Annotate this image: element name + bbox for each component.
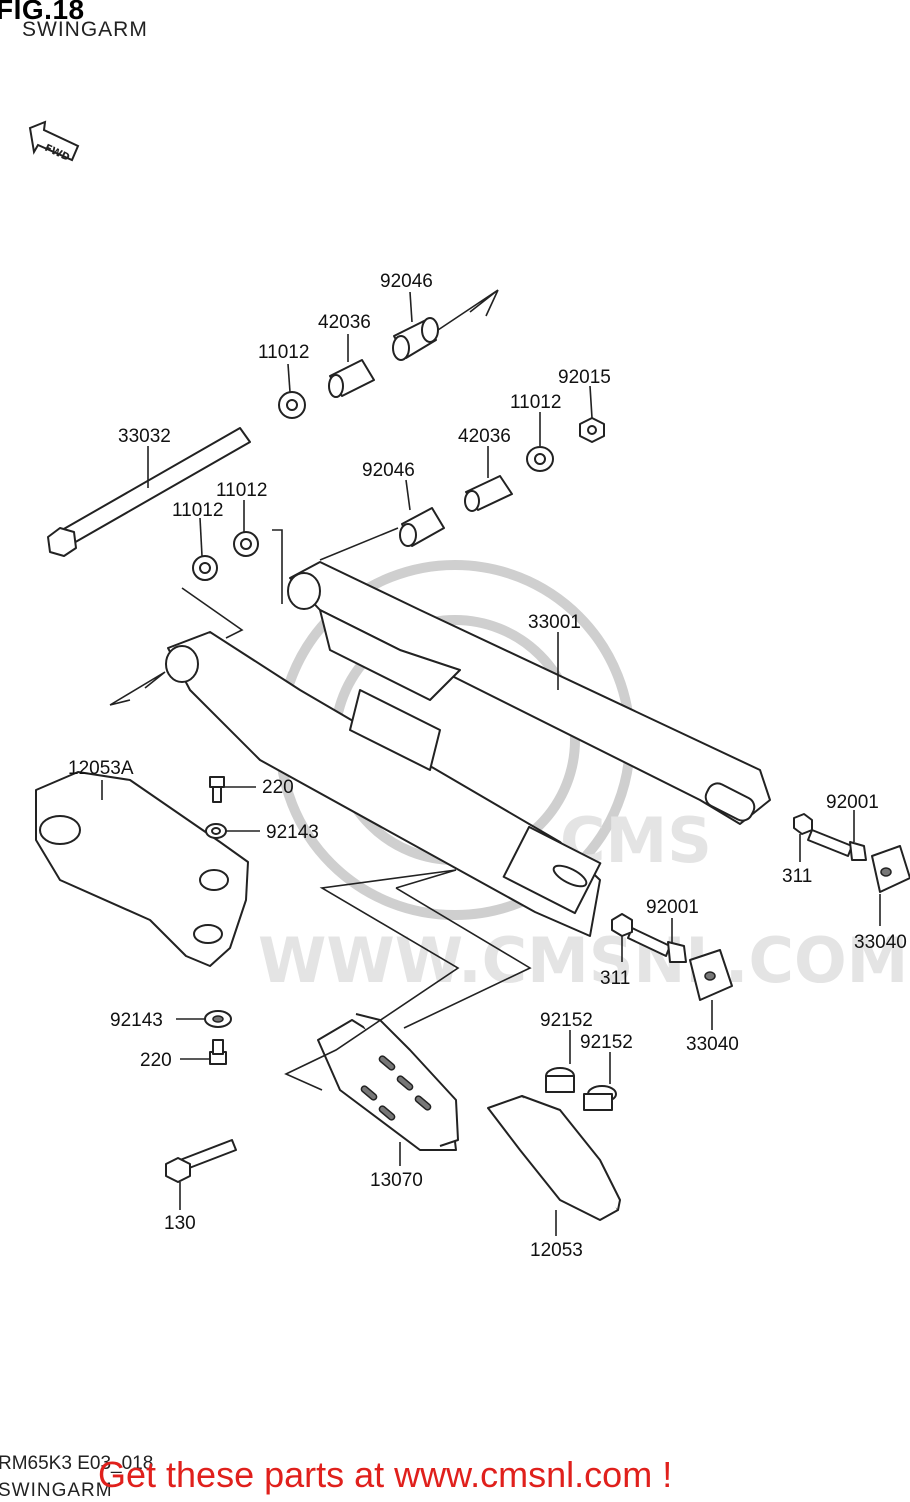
watermark-text: WWW.CMSNL.COM	[258, 924, 908, 997]
part-label: 33032	[118, 426, 171, 447]
part-label: 92001	[826, 792, 879, 813]
fwd-arrow-icon: FWD	[28, 120, 80, 164]
part-label: 12053	[530, 1240, 583, 1261]
promo-link[interactable]: Get these parts at www.cmsnl.com !	[98, 1454, 673, 1495]
adjuster-bolt-92001-right	[807, 829, 867, 861]
chain-guide-13070	[317, 1013, 459, 1151]
part-label: 42036	[318, 312, 371, 333]
figure-title: FIG.18	[0, 0, 85, 25]
part-label: 11012	[172, 500, 223, 521]
washer-92143-lower	[204, 1010, 232, 1028]
footer-subtitle: SWINGARM	[0, 1480, 113, 1501]
part-label: 92046	[362, 460, 415, 481]
bolt-220-lower	[209, 1039, 227, 1065]
part-label: 13070	[370, 1170, 423, 1191]
nut-311-left	[611, 913, 633, 937]
washer-11012-upper	[278, 391, 306, 419]
part-label: 92152	[540, 1010, 593, 1031]
chain-slider-12053A	[35, 771, 249, 967]
part-label: 311	[600, 968, 630, 989]
part-label: 220	[262, 777, 294, 798]
part-label: 220	[140, 1050, 172, 1071]
part-label: 33040	[686, 1034, 739, 1055]
part-label: 42036	[458, 426, 511, 447]
nut-92015	[579, 417, 605, 443]
part-label: 33040	[854, 932, 907, 953]
washer-11012-left-b	[192, 555, 218, 581]
adjuster-plate-33040-left	[689, 949, 733, 1001]
part-label: 92143	[266, 822, 319, 843]
chain-guide-12053	[487, 1095, 621, 1221]
part-label: 11012	[510, 392, 561, 413]
bolt-220-upper	[209, 776, 225, 803]
washer-11012-right	[526, 446, 554, 472]
bearing-92046-upper	[392, 317, 439, 361]
part-label: 130	[164, 1213, 196, 1234]
part-label: 92152	[580, 1032, 633, 1053]
part-label: 92143	[110, 1010, 163, 1031]
collar-92152-a	[545, 1067, 575, 1093]
washer-92143-upper	[205, 823, 227, 839]
part-label: 311	[782, 866, 812, 887]
pivot-axis-arrow	[437, 289, 499, 331]
figure-subtitle: SWINGARM	[22, 18, 148, 41]
adjuster-plate-33040-right	[871, 845, 910, 893]
swingarm-33001	[165, 561, 771, 937]
washer-11012-left-a	[233, 531, 259, 557]
pivot-axis-arrow-left	[109, 671, 166, 706]
part-label: 11012	[216, 480, 267, 501]
leader-lines	[101, 291, 881, 1236]
bolt-130	[165, 1139, 237, 1183]
bearing-92046-right	[399, 507, 445, 547]
part-label: 11012	[258, 342, 309, 363]
nut-311-right	[793, 813, 813, 835]
sleeve-42036-right	[464, 475, 513, 512]
pivot-shaft-33032	[47, 427, 251, 557]
part-label: 92001	[646, 897, 699, 918]
part-label: 33001	[528, 612, 581, 633]
adjuster-bolt-92001-left	[627, 927, 687, 963]
part-label: 12053A	[68, 758, 134, 779]
part-labels: 92046 42036 11012 92015 11012 33032 4203…	[68, 271, 907, 1261]
part-label: 92015	[558, 367, 611, 388]
part-label: 92046	[380, 271, 433, 292]
diagram-code: RM65K3 E03_018	[0, 1453, 154, 1474]
collar-92152-b	[583, 1085, 617, 1111]
sleeve-42036-upper	[328, 359, 375, 398]
